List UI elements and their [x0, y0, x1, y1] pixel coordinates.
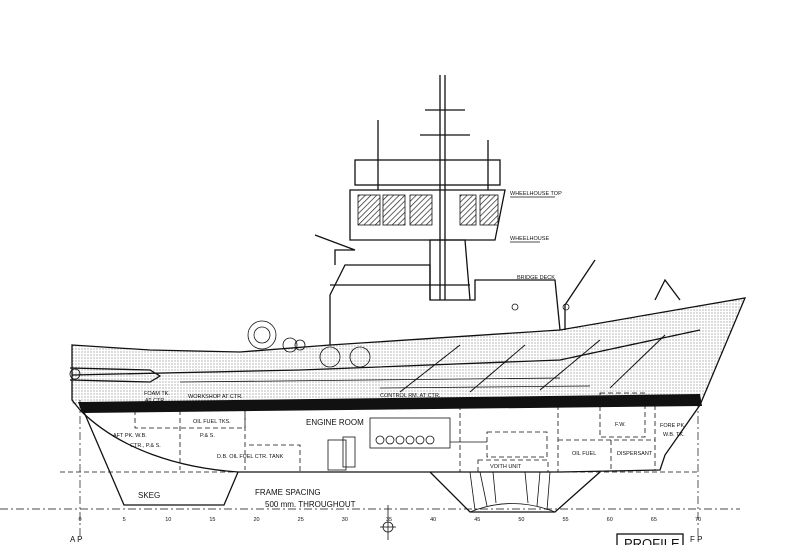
mast [377, 75, 489, 300]
label-oil-fuel-tanks: OIL FUEL TKS. [193, 419, 231, 425]
frame-number: 20 [254, 517, 260, 523]
wheelhouse-windows [357, 194, 499, 226]
label-foam-tank-ctr: AT CTR. [145, 398, 166, 404]
frame-number: 15 [209, 517, 215, 523]
label-fresh-water: F.W. [615, 422, 626, 428]
label-skeg: SKEG [138, 491, 160, 500]
superstructure [329, 159, 561, 345]
frame-number: 30 [342, 517, 348, 523]
label-control-room: CONTROL RM. AT CTR. [380, 393, 441, 399]
label-engine-room: ENGINE ROOM [306, 418, 364, 427]
frame-number: 65 [651, 517, 657, 523]
label-workshop: WORKSHOP AT CTR. [188, 394, 243, 400]
label-wheelhouse: WHEELHOUSE [510, 236, 549, 242]
frame-number: 60 [607, 517, 613, 523]
deck-labels: WHEELHOUSE TOP WHEELHOUSE BRIDGE DECK [510, 191, 562, 281]
main-engine [327, 417, 487, 471]
frame-number: 55 [563, 517, 569, 523]
frame-number: 35 [386, 517, 392, 523]
label-oil-fuel-ps: P.& S. [200, 433, 215, 439]
label-db-oil-fuel: D.B. OIL FUEL CTR. TANK [217, 454, 284, 460]
frame-number: 25 [298, 517, 304, 523]
frame-spacing-value: 500 mm. THROUGHOUT [265, 500, 356, 509]
hull-topsides [72, 298, 745, 405]
stern-fender [69, 367, 162, 383]
frame-number-scale: 0 5 10 15 20 25 30 35 40 45 50 55 60 65 70 [78, 517, 701, 523]
frame-number: 5 [123, 517, 126, 523]
label-fore-peak: FORE PK. [660, 423, 686, 429]
label-bridge-deck: BRIDGE DECK [517, 275, 555, 281]
midship-symbol [380, 505, 396, 540]
label-oil-fuel: OIL FUEL [572, 451, 596, 457]
hull-outline [71, 297, 747, 473]
skeg [83, 411, 239, 506]
label-aft-peak-ctr: CTR., P.& S. [130, 443, 161, 449]
boot-topping [78, 394, 702, 413]
deck-cranes [314, 234, 681, 330]
label-aft-peak: AFT PK. W.B. [113, 433, 147, 439]
drawing-title: PROFILE [624, 536, 680, 545]
label-fore-peak-tank: W.B. TK. [663, 432, 685, 438]
voith-unit-box [477, 459, 549, 473]
label-foam-tank: FOAM TK. [144, 391, 170, 397]
frame-spacing-note: FRAME SPACING [255, 488, 321, 497]
label-wheelhouse-top: WHEELHOUSE TOP [510, 191, 562, 197]
wheelhouse [349, 189, 506, 241]
frame-number: 40 [430, 517, 436, 523]
compartment-labels: FOAM TK. AT CTR. WORKSHOP AT CTR. CONTRO… [113, 391, 686, 500]
label-voith-unit: VOITH UNIT [490, 464, 522, 470]
frame-number: 45 [474, 517, 480, 523]
tank-boundaries [134, 392, 656, 472]
towing-winch [247, 320, 371, 368]
label-dispersant: DISPERSANT [617, 451, 653, 457]
frame-number: 70 [695, 517, 701, 523]
main-deck-line [71, 329, 701, 376]
fore-perpendicular-label: F P [690, 535, 702, 544]
frame-number: 10 [165, 517, 171, 523]
voith-propulsor [429, 471, 601, 513]
frame-number: 0 [78, 517, 81, 523]
topside-stripes [399, 334, 666, 393]
frame-number: 50 [518, 517, 524, 523]
aft-perpendicular-label: A P [70, 535, 82, 544]
title-box [616, 533, 684, 545]
